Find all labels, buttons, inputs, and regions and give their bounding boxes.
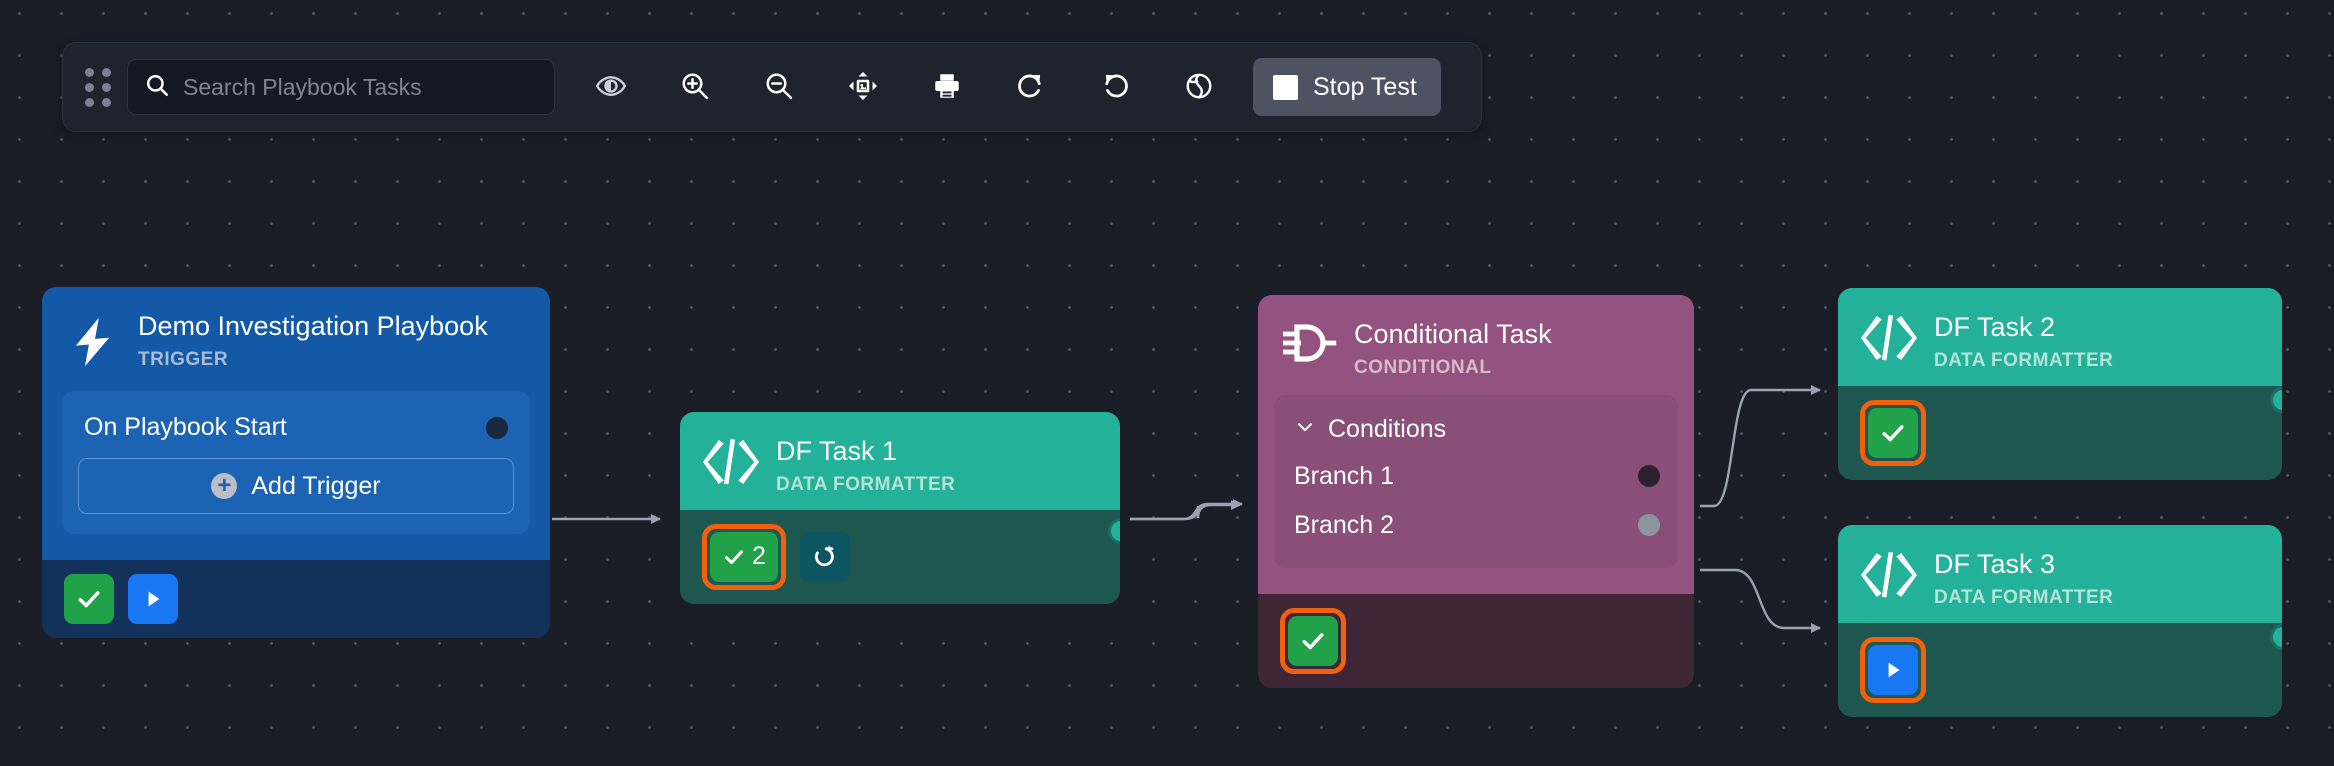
search-icon [144,72,170,103]
playbook-toolbar[interactable]: Stop Test [62,42,1482,132]
run-badge[interactable] [128,574,178,624]
check-icon [1302,632,1324,649]
check-icon [725,549,744,564]
branch-label: Branch 2 [1294,510,1395,539]
node-footer [1838,623,2282,717]
node-title: Conditional Task [1354,319,1552,349]
code-brackets-icon [1860,310,1918,362]
code-brackets-icon [1860,547,1918,599]
success-count-badge[interactable]: 2 [710,531,778,582]
node-footer [1258,594,1694,688]
drag-handle-icon[interactable] [81,64,115,110]
df1-output-port[interactable] [1108,518,1120,544]
node-title: DF Task 3 [1934,549,2056,579]
node-footer [42,560,550,638]
branch-row-1[interactable]: Branch 1 [1274,452,1678,501]
branch-row-2[interactable]: Branch 2 [1274,501,1678,550]
undo-icon [1100,71,1130,104]
node-trigger[interactable]: Demo Investigation Playbook TRIGGER On P… [42,287,550,638]
redo-icon-button[interactable] [1001,57,1061,117]
stop-square-icon [1273,74,1298,100]
check-icon [78,591,100,608]
success-count-badge-highlight[interactable]: 2 [702,523,786,590]
success-badge[interactable] [64,574,114,624]
retry-icon [815,544,834,566]
node-footer [1838,386,2282,480]
node-subtitle: TRIGGER [138,348,229,370]
node-subtitle: DATA FORMATTER [1934,586,2114,608]
trigger-row-on-playbook-start[interactable]: On Playbook Start [78,407,514,458]
conditions-label: Conditions [1328,414,1447,443]
check-icon [1882,424,1904,441]
add-trigger-button[interactable]: + Add Trigger [78,458,514,514]
run-badge-highlight[interactable] [1860,636,1926,703]
search-box[interactable] [127,59,555,115]
print-icon-button[interactable] [917,57,977,117]
conditional-gate-icon [1280,317,1338,365]
trigger-output-port[interactable] [486,416,508,439]
run-badge[interactable] [1868,644,1918,695]
node-title: DF Task 1 [776,436,898,466]
node-subtitle: CONDITIONAL [1354,356,1492,378]
df3-output-port[interactable] [2270,624,2282,650]
node-conditional-task[interactable]: Conditional Task CONDITIONAL Conditions … [1258,295,1694,688]
fit-to-screen-icon [848,71,878,104]
node-df-task-3[interactable]: DF Task 3 DATA FORMATTER [1838,525,2282,717]
node-subtitle: DATA FORMATTER [776,473,956,495]
conditions-toggle[interactable]: Conditions [1274,407,1678,452]
edge-df1-to-conditional-seg1 [1130,500,1241,521]
trigger-panel: On Playbook Start + Add Trigger [62,391,530,534]
play-icon [1888,662,1900,677]
code-brackets-icon [702,434,760,486]
edge-branch1-to-df2 [1700,385,1821,508]
plus-icon: + [211,473,238,499]
stop-test-button[interactable]: Stop Test [1253,58,1441,116]
chevron-down-icon [1294,416,1316,443]
trigger-row-label: On Playbook Start [84,413,287,441]
play-icon [148,591,160,607]
zoom-in-icon [680,71,710,104]
node-footer: 2 [680,510,1120,604]
conditions-panel: Conditions Branch 1 Branch 2 [1274,394,1678,568]
node-subtitle: DATA FORMATTER [1934,349,2114,371]
success-badge-highlight[interactable] [1280,607,1346,674]
node-title: Demo Investigation Playbook [138,311,488,341]
success-badge[interactable] [1868,407,1918,458]
visibility-icon-button[interactable] [581,57,641,117]
edge-branch2-to-df3 [1700,568,1821,633]
undo-icon-button[interactable] [1085,57,1145,117]
zoom-out-icon-button[interactable] [749,57,809,117]
branch-2-output-port[interactable] [1638,514,1660,537]
branch-1-output-port[interactable] [1638,465,1660,488]
success-badge-highlight[interactable] [1860,399,1926,466]
visibility-icon [595,71,627,104]
success-badge[interactable] [1288,615,1338,666]
node-df-task-2[interactable]: DF Task 2 DATA FORMATTER [1838,288,2282,480]
fit-to-screen-icon-button[interactable] [833,57,893,117]
globe-icon-button[interactable] [1169,57,1229,117]
lightning-bolt-icon [64,309,122,371]
zoom-out-icon [764,71,794,104]
node-title: DF Task 2 [1934,312,2056,342]
edge-df1-to-conditional [1130,499,1243,521]
redo-icon [1016,71,1046,104]
retry-badge[interactable] [800,531,850,582]
stop-test-label: Stop Test [1313,72,1417,101]
globe-icon [1184,71,1214,104]
node-df-task-1[interactable]: DF Task 1 DATA FORMATTER 2 [680,412,1120,604]
success-count: 2 [752,542,766,571]
print-icon [932,71,962,104]
search-input[interactable] [183,73,538,101]
df2-output-port[interactable] [2270,387,2282,413]
branch-label: Branch 1 [1294,461,1395,490]
add-trigger-label: Add Trigger [251,471,381,500]
zoom-in-icon-button[interactable] [665,57,725,117]
